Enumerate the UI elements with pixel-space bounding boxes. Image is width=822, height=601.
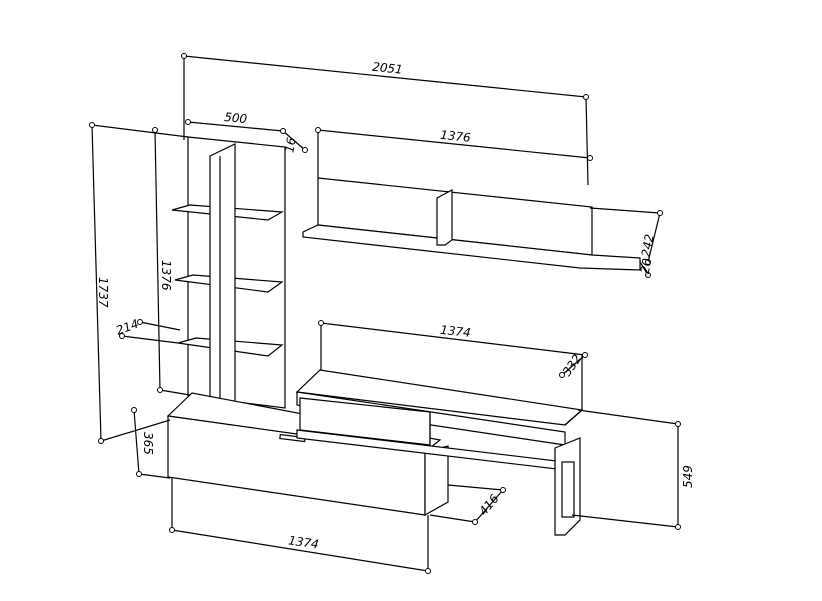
wall-shelf <box>302 177 641 271</box>
dim-overall-width: 2051 <box>372 60 404 77</box>
dim-column-width: 500 <box>224 110 249 126</box>
dim-overall-height: 1737 <box>96 277 110 308</box>
dimension-lines <box>89 53 681 574</box>
dim-column-depth: 16 <box>282 136 299 154</box>
dim-cabinet-height: 365 <box>141 432 155 455</box>
dim-shelf-depth: 214 <box>114 317 140 338</box>
dim-wall-shelf-depth: 20 <box>638 257 655 275</box>
dim-column-height: 1376 <box>159 260 173 291</box>
dim-wall-shelf-width: 1376 <box>440 128 472 145</box>
dim-wall-shelf-height: 242 <box>639 233 657 258</box>
dim-tv-stand-width: 1374 <box>440 323 472 340</box>
bookcase-column <box>171 136 286 419</box>
dim-cabinet-width: 1374 <box>287 533 319 551</box>
tv-stand <box>295 355 584 536</box>
dim-tv-stand-height: 549 <box>681 465 695 488</box>
